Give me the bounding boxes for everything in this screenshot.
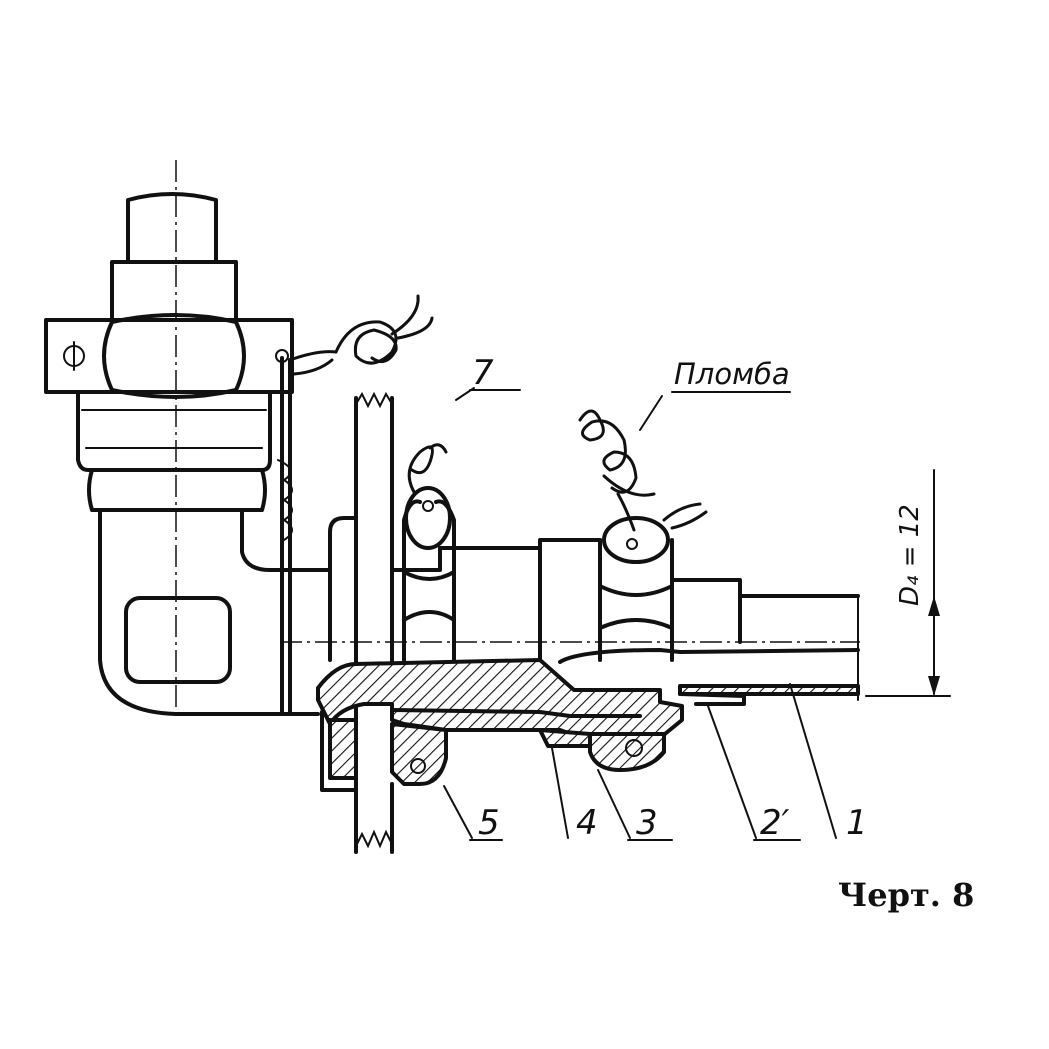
bulkhead-wall [354,391,394,854]
dimension-d4: D₄ = 12 [865,469,951,697]
elbow-union-assembly [44,160,434,720]
callout-7: 7 [472,353,494,393]
seal-label: Пломба [674,357,790,391]
callout-5: 5 [478,803,500,843]
fitting-section [280,641,860,792]
callouts: 7 Пломба 5 4 3 2′ 1 [443,353,868,843]
callout-1: 1 [846,803,868,843]
callout-2: 2′ [760,803,790,843]
fitting-outer-view [328,409,860,701]
figure-caption: Черт. 8 [838,876,974,914]
callout-3: 3 [636,803,658,843]
callout-4: 4 [576,803,598,843]
dimension-label: D₄ = 12 [895,504,925,606]
